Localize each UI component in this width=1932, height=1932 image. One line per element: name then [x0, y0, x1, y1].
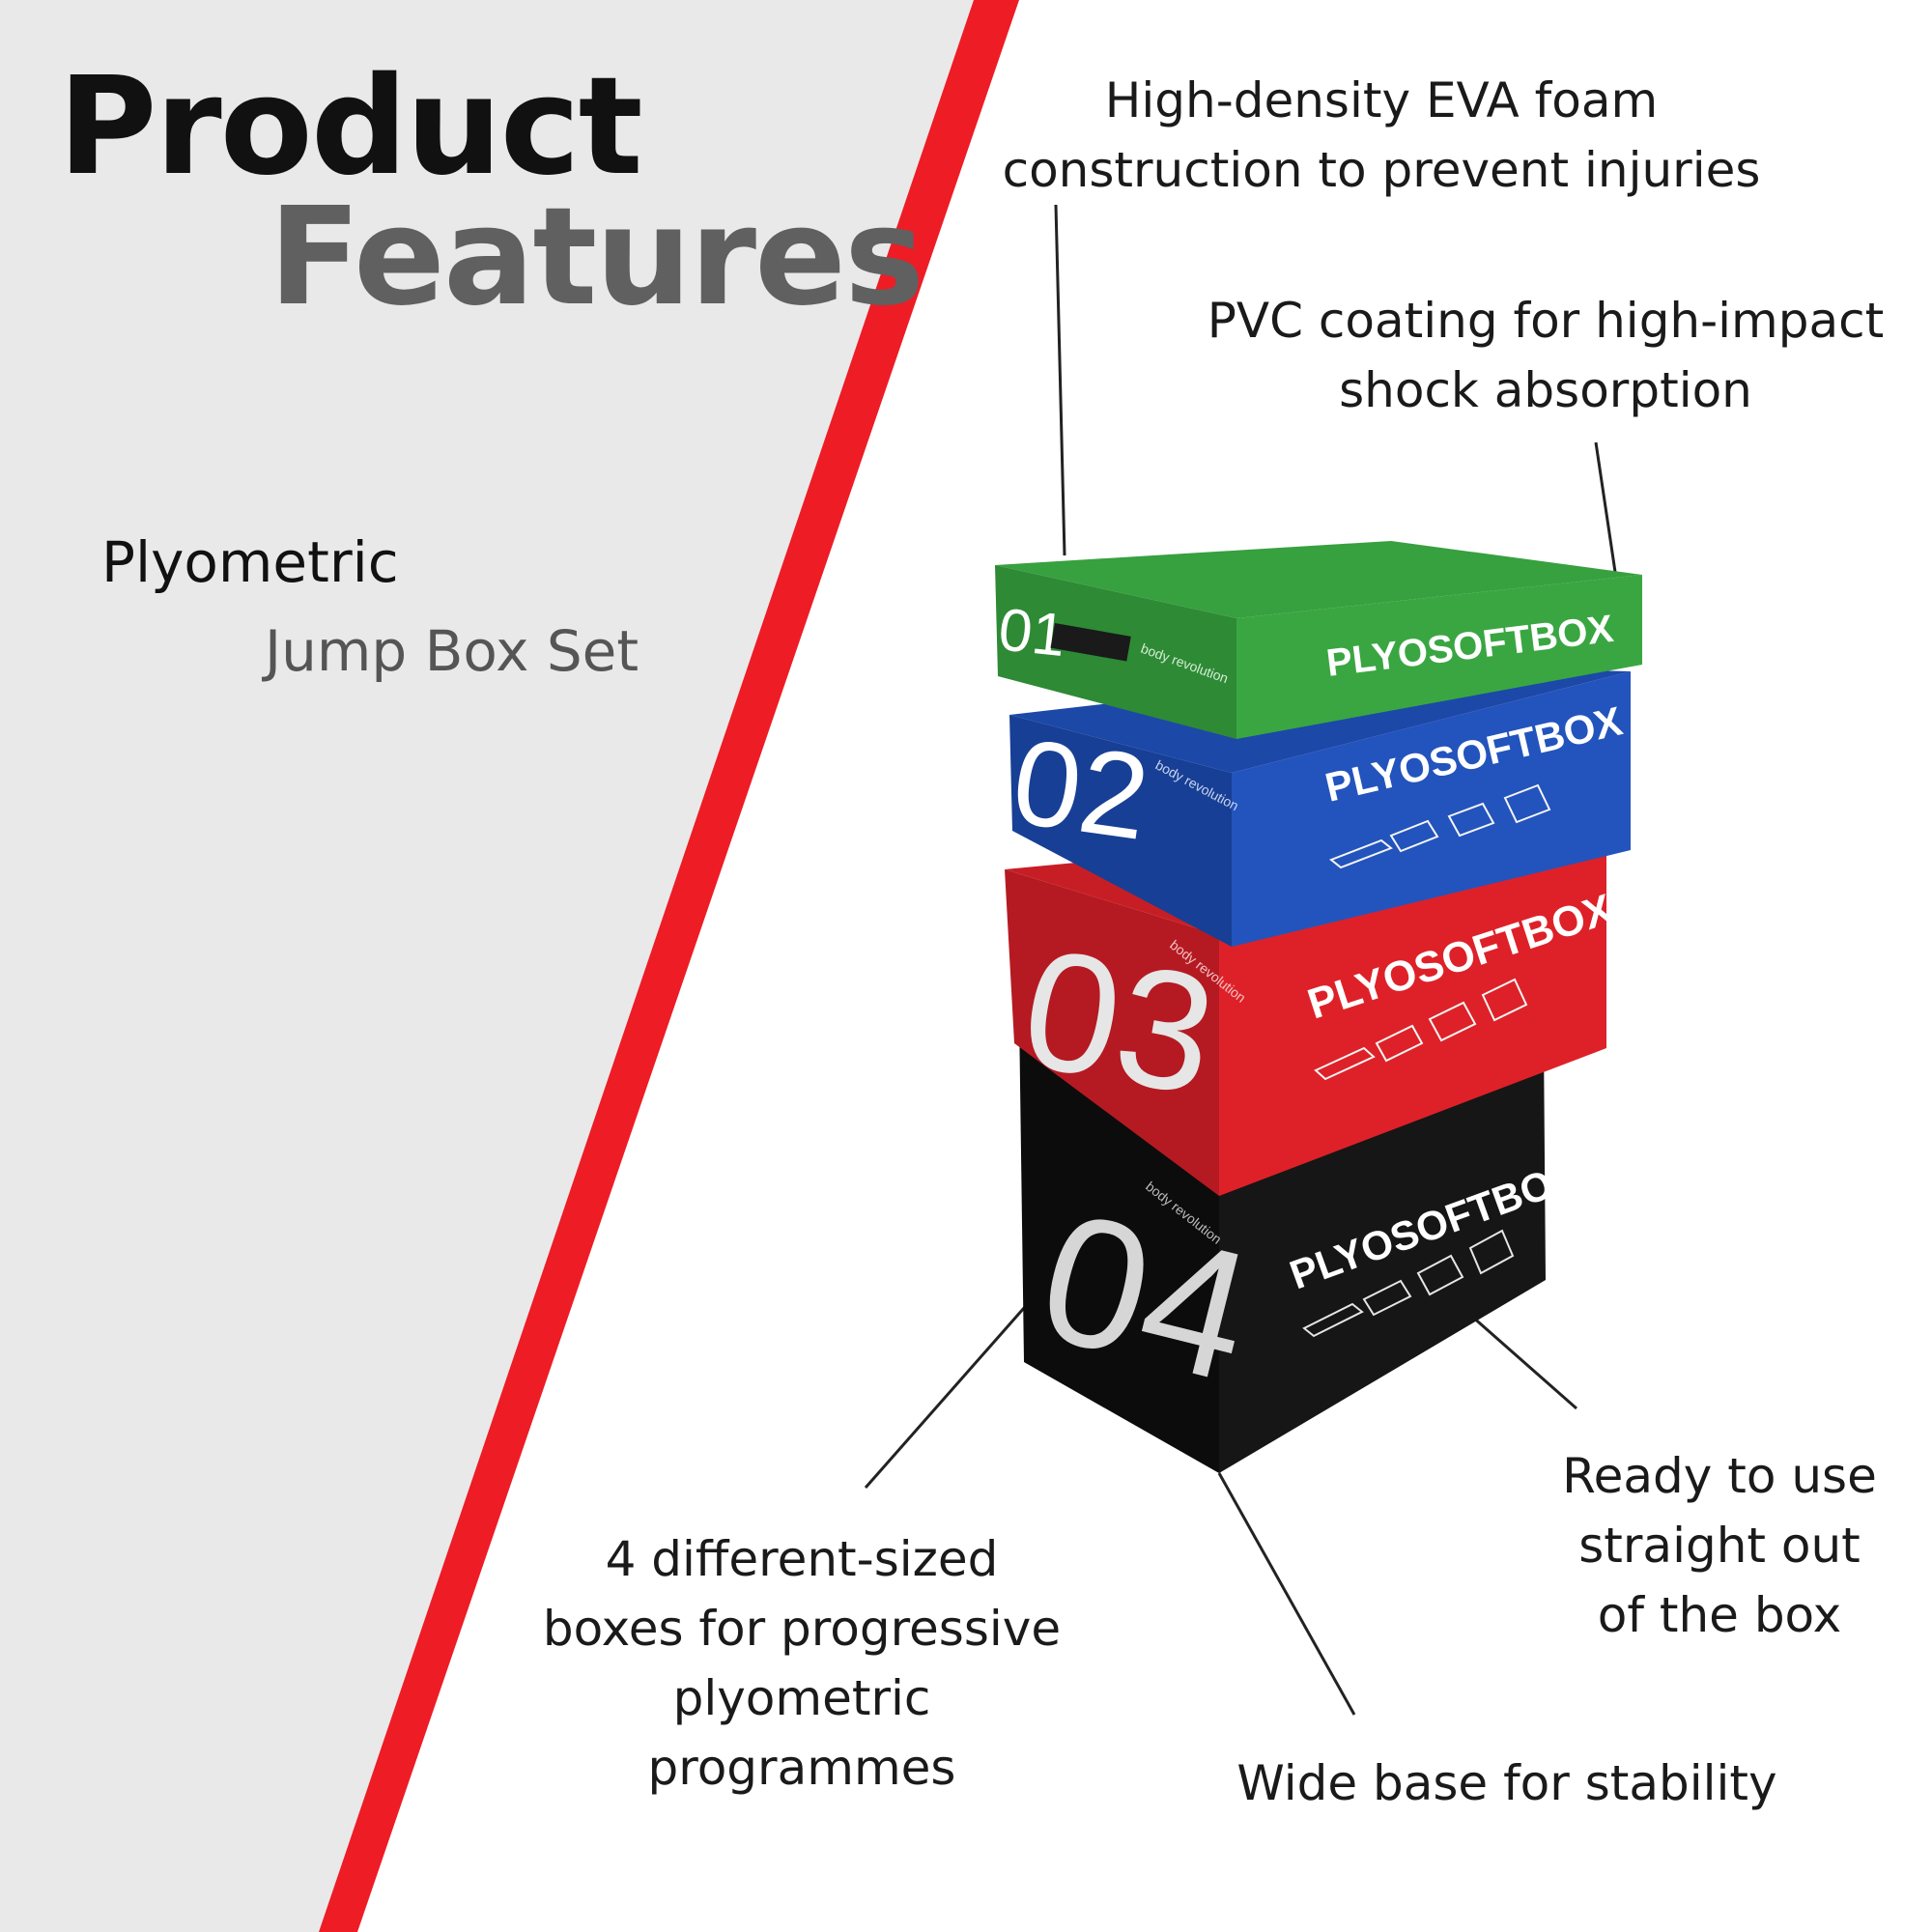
- leader-line-eva-foam: [1054, 204, 1066, 556]
- box-size-icons-02: [1329, 783, 1551, 869]
- page-title-line-1: Product: [58, 48, 643, 206]
- feature-ready-to-use: Ready to use straight out of the box: [1562, 1448, 1877, 1643]
- leader-line-different-sizes: [864, 1274, 1055, 1489]
- leader-line-wide-base: [1217, 1472, 1356, 1716]
- feature-wide-base: Wide base for stability: [1236, 1755, 1777, 1811]
- feature-different-sizes: 4 different-sized boxes for progressive …: [542, 1531, 1062, 1796]
- left-grey-panel: [0, 0, 974, 1932]
- feature-eva-foam: High-density EVA foam construction to pr…: [1002, 72, 1761, 198]
- leader-line-ready-to-use: [1463, 1307, 1577, 1410]
- page-title-line-2: Features: [269, 179, 924, 336]
- box-size-icons-04: [1302, 1229, 1515, 1338]
- box-size-icons-03: [1314, 978, 1528, 1081]
- product-name-line-2: Jump Box Set: [265, 618, 639, 684]
- leader-line-pvc-coating: [1594, 441, 1617, 573]
- box-number-02: 02: [1005, 714, 1156, 866]
- box-handle-01: [1050, 623, 1131, 662]
- red-diagonal-stripe: [319, 0, 1019, 1932]
- box-number-04: 04: [1022, 1173, 1269, 1421]
- plyo-box-01: 01 PLYOSOFTBOX body revolution: [995, 541, 1642, 739]
- box-number-03: 03: [1009, 913, 1228, 1131]
- product-name-line-1: Plyometric: [101, 529, 399, 595]
- feature-pvc-coating: PVC coating for high-impact shock absorp…: [1207, 293, 1885, 418]
